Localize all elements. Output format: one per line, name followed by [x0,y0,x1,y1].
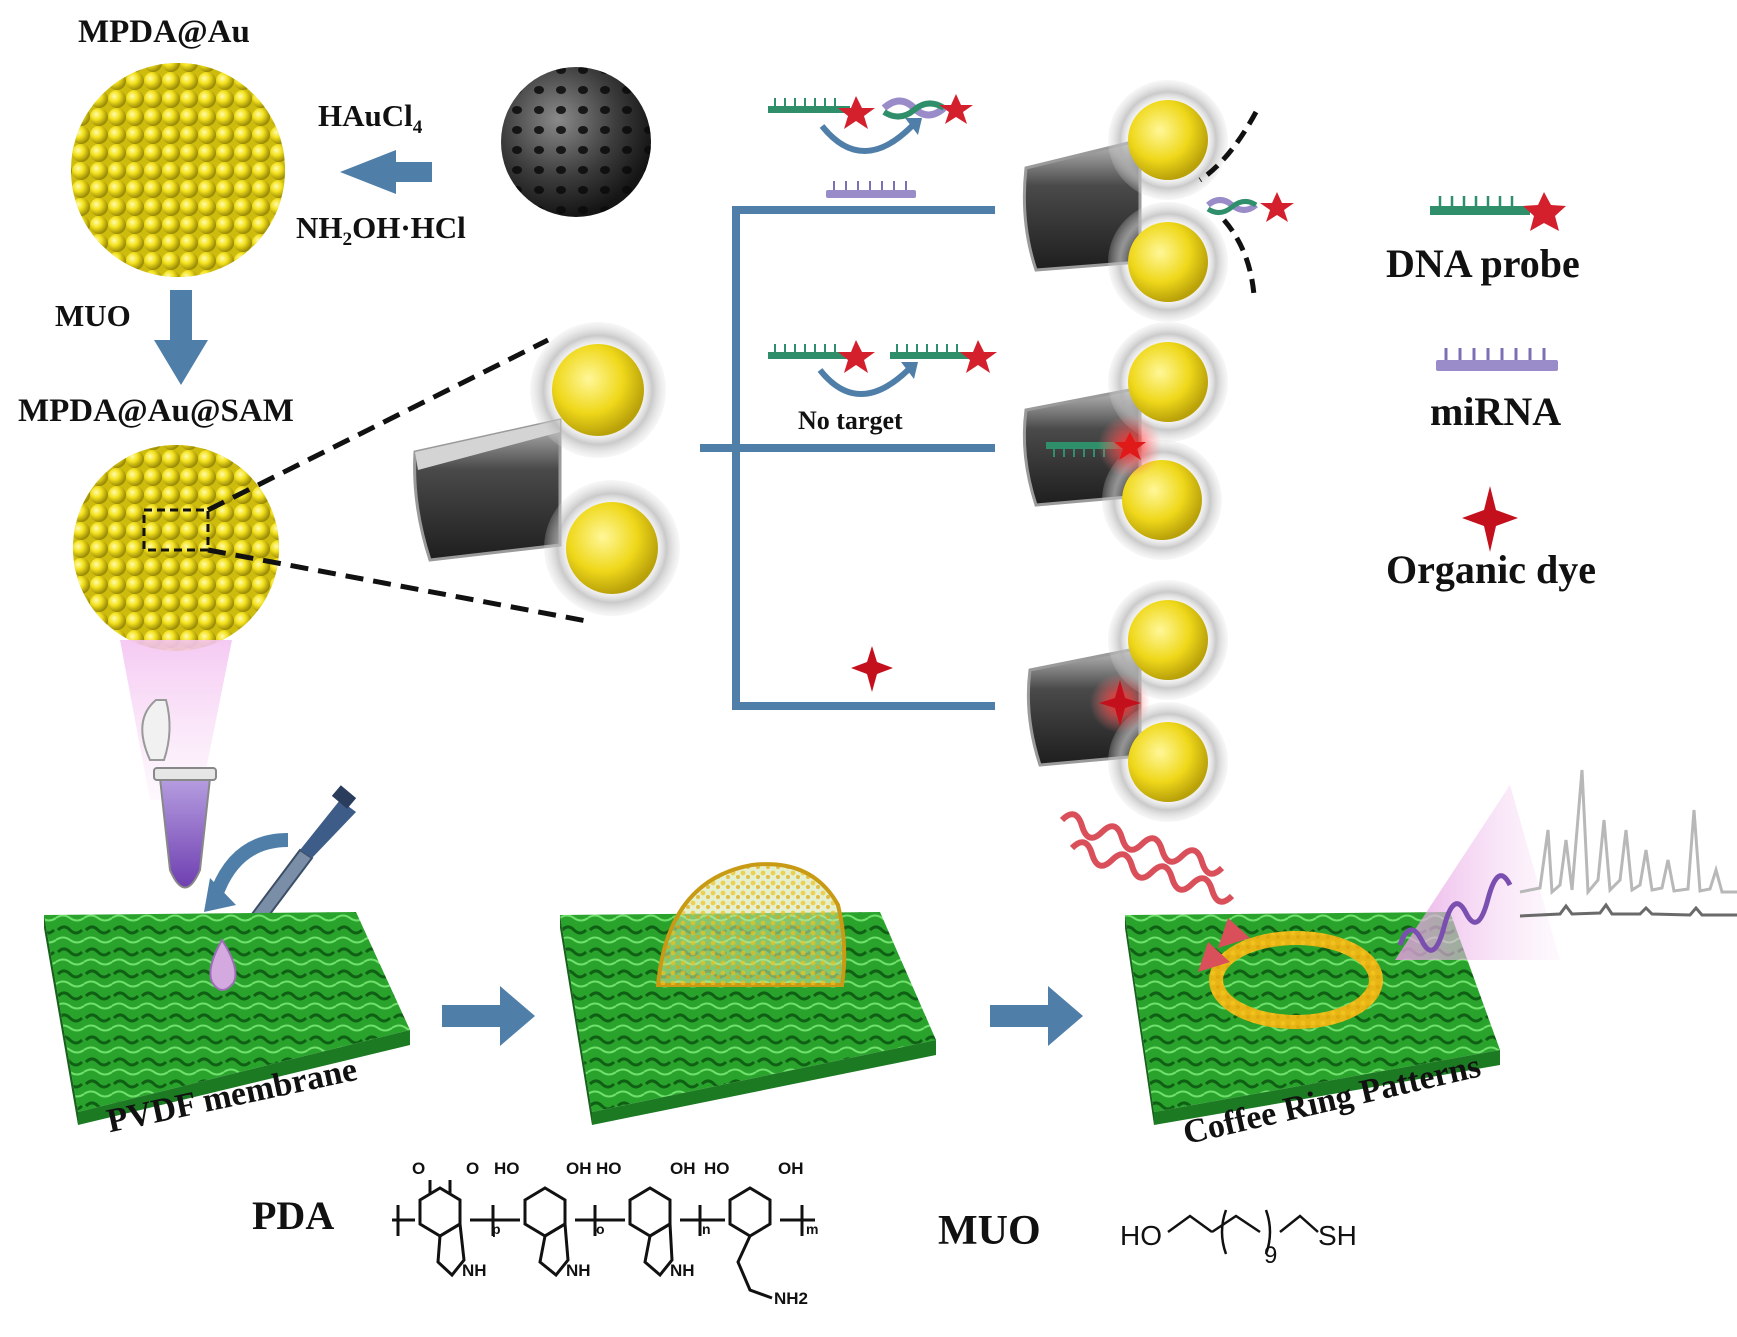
muo-n: 9 [1264,1242,1278,1269]
pda-group-nh3: NH [670,1261,695,1280]
arrow-bottom-2 [990,986,1083,1046]
result1-pore [1022,80,1294,322]
muo-sh: SH [1318,1220,1357,1251]
label-no-target: No target [798,406,903,435]
laser-arrowhead-2 [1198,942,1230,972]
reagent-nh-sub: 2 [342,228,353,250]
eppendorf-tube [141,699,217,889]
pda-group-nh1: NH [462,1261,487,1280]
pda-group-ho2: HO [596,1159,622,1178]
light-cone [120,640,232,800]
branch1-hybrid [881,94,973,124]
legend-mirna-icon [1436,348,1558,371]
legend-dna-probe-icon [1430,192,1566,231]
reagent-haucl-sub: 4 [412,116,423,138]
label-mpda-au: MPDA@Au [78,14,250,50]
label-pda: PDA [252,1193,335,1238]
pda-group-nh2: NH [566,1261,591,1280]
sers-spectrum-high [1519,769,1737,896]
laser-arrowhead-1 [1218,918,1250,948]
pda-group-o2: O [466,1159,480,1178]
legend-label-mirna: miRNA [1430,389,1562,434]
laser-waves [1059,811,1235,905]
branch1-probe [768,96,875,129]
muo-ho: HO [1120,1220,1162,1251]
pda-group-ho3: HO [704,1159,730,1178]
sers-spectrum-low [1519,902,1737,918]
pda-sub-m: m [806,1221,819,1237]
scatter-cone [1395,785,1560,960]
reagent-haucl: HAuCl [318,98,413,133]
zoom-line-bottom [207,547,593,625]
arrow-down-muo [154,290,208,385]
result3-pore [1026,580,1228,822]
pda-sub-p: p [492,1221,501,1237]
mpda-au-sam-sphere [73,445,279,651]
result2-pore [1022,322,1228,560]
pda-group-oh2: OH [670,1159,696,1178]
mpda-porous-sphere [501,67,651,217]
pipette-curved-arrow [211,833,289,893]
label-mpda-au-sam: MPDA@Au@SAM [18,393,294,429]
pvdf-membrane-1 [44,912,410,1125]
pda-structure [392,1180,815,1300]
arrow-bottom-1 [442,986,535,1046]
branch2-probe-b [890,340,997,373]
pipette-arrowhead [204,878,236,912]
pvdf-membrane-2 [560,862,936,1125]
label-reagent-nh2oh: NH2OH·HCl [296,210,466,249]
sam-particle-top [530,322,666,458]
branch1-mirna [826,181,916,198]
scatter-wave [1397,873,1513,953]
label-reagent-haucl4: HAuCl4 [318,98,422,137]
legend-label-dna-probe: DNA probe [1386,241,1580,286]
branch-bracket [700,206,995,710]
pda-group-oh3: OH [778,1159,804,1178]
branch2-curved-arrow [817,367,911,397]
muo-structure [1167,1209,1319,1255]
pda-group-ho1: HO [494,1159,520,1178]
branch1-curved-arrow [819,123,915,154]
legend-label-organic-dye: Organic dye [1386,547,1596,592]
zoomed-pore [413,418,562,562]
pda-group-o1: O [412,1159,426,1178]
legend-dye-icon [1462,486,1518,552]
sam-particle-bottom [544,480,680,616]
zoom-line-top [206,337,550,513]
branch1-arrowhead [905,118,922,135]
reagent-nh: NH [296,210,343,245]
pda-sub-o: o [596,1221,605,1237]
pda-group-nh2-amine: NH2 [774,1289,809,1308]
label-muo-step: MUO [55,298,131,333]
pda-group-oh1: OH [566,1159,592,1178]
pda-sub-n: n [702,1221,711,1237]
label-muo-structure: MUO [938,1208,1041,1254]
arrow-left-synthesis [340,150,432,194]
branch3-free-dye [851,646,893,692]
branch2-arrowhead [901,362,918,379]
mpda-au-sphere [71,63,285,277]
reagent-ohhcl: OH·HCl [352,210,466,245]
branch2-probe-a [768,340,875,373]
